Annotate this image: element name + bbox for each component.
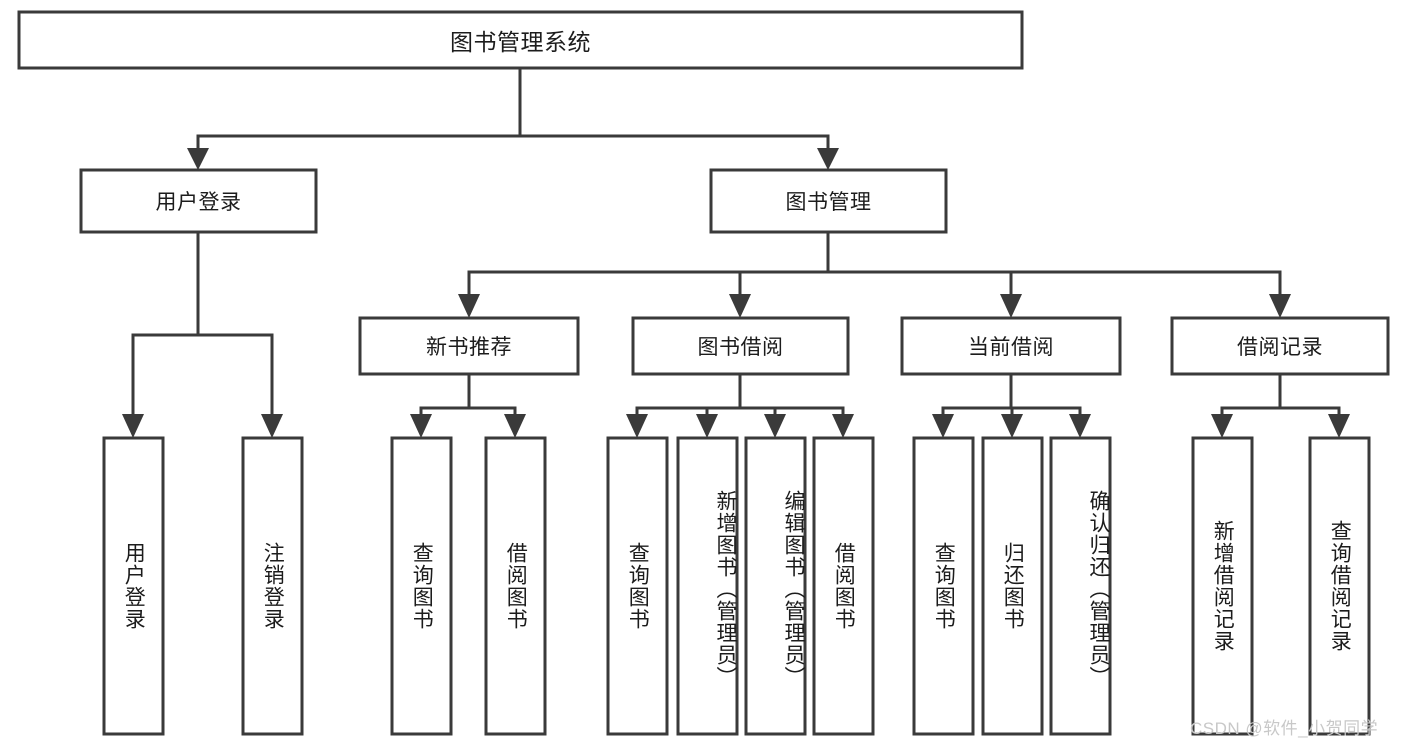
arrow-head-leaf-confirm-return	[1069, 414, 1091, 438]
arrow-head-leaf-return-book	[1001, 414, 1023, 438]
arrow-head-current-borrow	[1000, 294, 1022, 318]
arrow-head-leaf-add-borrow-record	[1211, 414, 1233, 438]
connector-book-borrow-to-leaves	[626, 372, 854, 438]
node-box-new-book-recommend[interactable]	[358, 316, 580, 376]
watermark-csdn: CSDN @软件_小贺同学	[1190, 719, 1379, 738]
arrow-head-leaf-add-book	[696, 414, 718, 438]
connector-current-borrow-to-leaves	[932, 372, 1091, 438]
arrow-head-leaf-query-book-recommend	[410, 414, 432, 438]
node-box-leaf-query-borrow-record[interactable]	[1308, 436, 1371, 736]
arrow-head-leaf-query-book-current	[932, 414, 954, 438]
connector-root-to-level2	[187, 66, 839, 170]
arrow-head-book-management	[817, 148, 839, 170]
arrow-head-borrow-record	[1269, 294, 1291, 318]
node-box-leaf-logout[interactable]	[241, 436, 304, 736]
arrow-head-new-book-recommend	[458, 294, 480, 318]
node-box-book-management[interactable]	[709, 168, 948, 234]
node-box-book-borrow[interactable]	[631, 316, 850, 376]
connector-borrow-record-to-leaves	[1211, 372, 1350, 438]
node-box-leaf-add-borrow-record[interactable]	[1191, 436, 1254, 736]
arrow-head-user-login	[187, 148, 209, 170]
node-box-leaf-borrow-book[interactable]	[812, 436, 875, 736]
node-box-leaf-borrow-book-recommend[interactable]	[484, 436, 547, 736]
arrow-head-leaf-query-book-borrow	[626, 414, 648, 438]
node-box-current-borrow[interactable]	[900, 316, 1122, 376]
node-box-leaf-add-book[interactable]	[676, 436, 739, 736]
connector-new-book-recommend-to-leaves	[410, 372, 526, 438]
arrow-head-leaf-user-login	[122, 414, 144, 438]
node-box-leaf-return-book[interactable]	[981, 436, 1044, 736]
arrow-head-leaf-borrow-book-recommend	[504, 414, 526, 438]
node-box-root[interactable]	[17, 10, 1024, 70]
arrow-head-book-borrow	[729, 294, 751, 318]
arrow-head-leaf-logout	[261, 414, 283, 438]
connector-book-management-to-level3	[458, 230, 1291, 318]
node-box-leaf-confirm-return[interactable]	[1049, 436, 1112, 736]
arrow-head-leaf-borrow-book	[832, 414, 854, 438]
node-box-leaf-user-login[interactable]	[102, 436, 165, 736]
arrow-head-leaf-edit-book	[764, 414, 786, 438]
node-box-leaf-edit-book[interactable]	[744, 436, 807, 736]
connector-user-login-to-leaves	[122, 230, 283, 438]
node-box-leaf-query-book-recommend[interactable]	[390, 436, 453, 736]
arrow-head-leaf-query-borrow-record	[1328, 414, 1350, 438]
node-box-borrow-record[interactable]	[1170, 316, 1390, 376]
node-box-leaf-query-book-current[interactable]	[912, 436, 975, 736]
node-box-leaf-query-book-borrow[interactable]	[606, 436, 669, 736]
node-box-user-login[interactable]	[79, 168, 318, 234]
